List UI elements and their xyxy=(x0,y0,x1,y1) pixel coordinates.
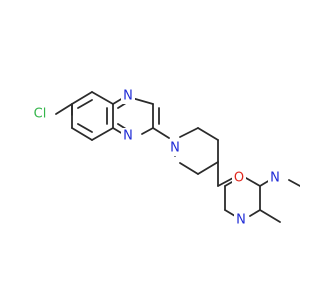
bond xyxy=(77,123,93,133)
bond xyxy=(288,179,300,187)
bond xyxy=(217,177,234,187)
quinoxaline-n4-atom: N xyxy=(121,88,135,104)
bond xyxy=(224,181,233,187)
bond xyxy=(91,91,114,105)
bond xyxy=(152,127,170,139)
ether-oxygen-atom: O xyxy=(232,170,246,186)
bond xyxy=(197,127,219,141)
pyrazine-n-bottom-atom: N xyxy=(234,212,248,228)
bond xyxy=(179,127,199,138)
bond xyxy=(91,127,114,141)
atom-layer: Cl N N N O N N xyxy=(28,88,282,228)
ether-oxygen-label: O xyxy=(234,171,244,186)
piperidine-n-label: N xyxy=(170,141,180,156)
pyrazine-n-bottom-label: N xyxy=(236,213,246,228)
quinoxaline-n1-atom: N xyxy=(121,128,135,144)
bond xyxy=(197,161,219,175)
bond xyxy=(71,91,93,105)
bond xyxy=(179,162,199,175)
pyrazine-n-top-atom: N xyxy=(268,170,282,186)
quinoxaline-n4-label: N xyxy=(123,89,133,104)
bond xyxy=(77,99,93,109)
bond-layer xyxy=(55,91,300,223)
molecule-structure: Cl N N N O N N xyxy=(28,88,300,228)
piperidine-n-atom: N xyxy=(168,140,182,156)
bond xyxy=(224,209,236,217)
bond xyxy=(55,103,73,115)
quinoxaline-n1-label: N xyxy=(123,129,133,144)
bond xyxy=(141,127,154,135)
chlorine-atom: Cl xyxy=(28,106,50,123)
bond xyxy=(131,97,154,105)
chlorine-label: Cl xyxy=(34,107,47,122)
bond xyxy=(245,177,261,187)
bond xyxy=(71,127,93,141)
bond xyxy=(259,209,281,223)
pyrazine-n-top-label: N xyxy=(270,171,280,186)
bond xyxy=(249,209,261,217)
